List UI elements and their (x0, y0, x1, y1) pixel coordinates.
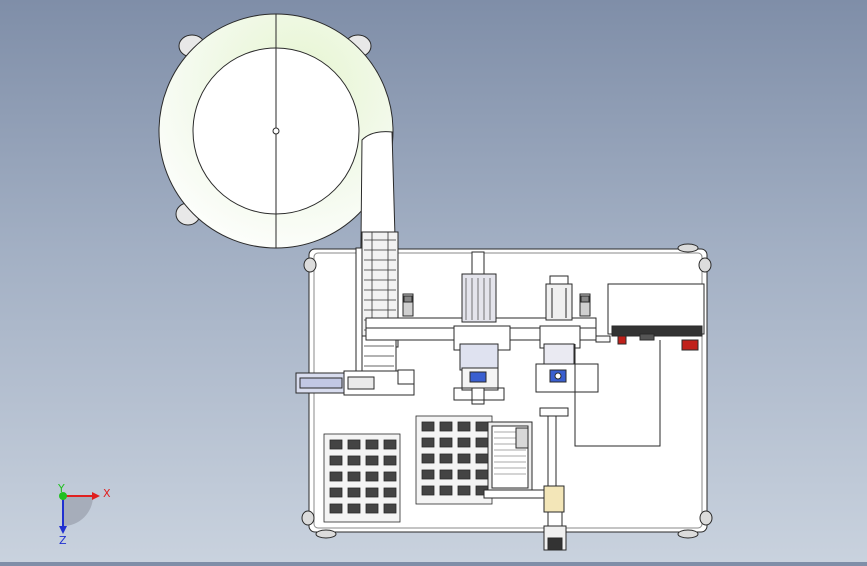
triad-x-arrow (92, 492, 100, 500)
pusher-cylinder (295, 369, 415, 396)
part-tray-left (323, 433, 401, 523)
linear-actuator (483, 407, 569, 551)
vibratory-bowl (158, 13, 394, 249)
triad-x-label: X (103, 487, 111, 500)
triad-z-arrow (59, 526, 67, 534)
feeder-track (355, 131, 399, 379)
triad-shadow (63, 496, 93, 526)
pick-head-b (535, 275, 599, 393)
coordinate-triad: X Y Z (57, 482, 111, 547)
electrical-box (574, 283, 705, 447)
triad-y-label: Y (57, 482, 65, 495)
triad-y-origin (59, 492, 67, 500)
pick-head-a (453, 251, 511, 405)
triad-z-label: Z (59, 534, 67, 547)
part-tray-middle (415, 415, 493, 505)
